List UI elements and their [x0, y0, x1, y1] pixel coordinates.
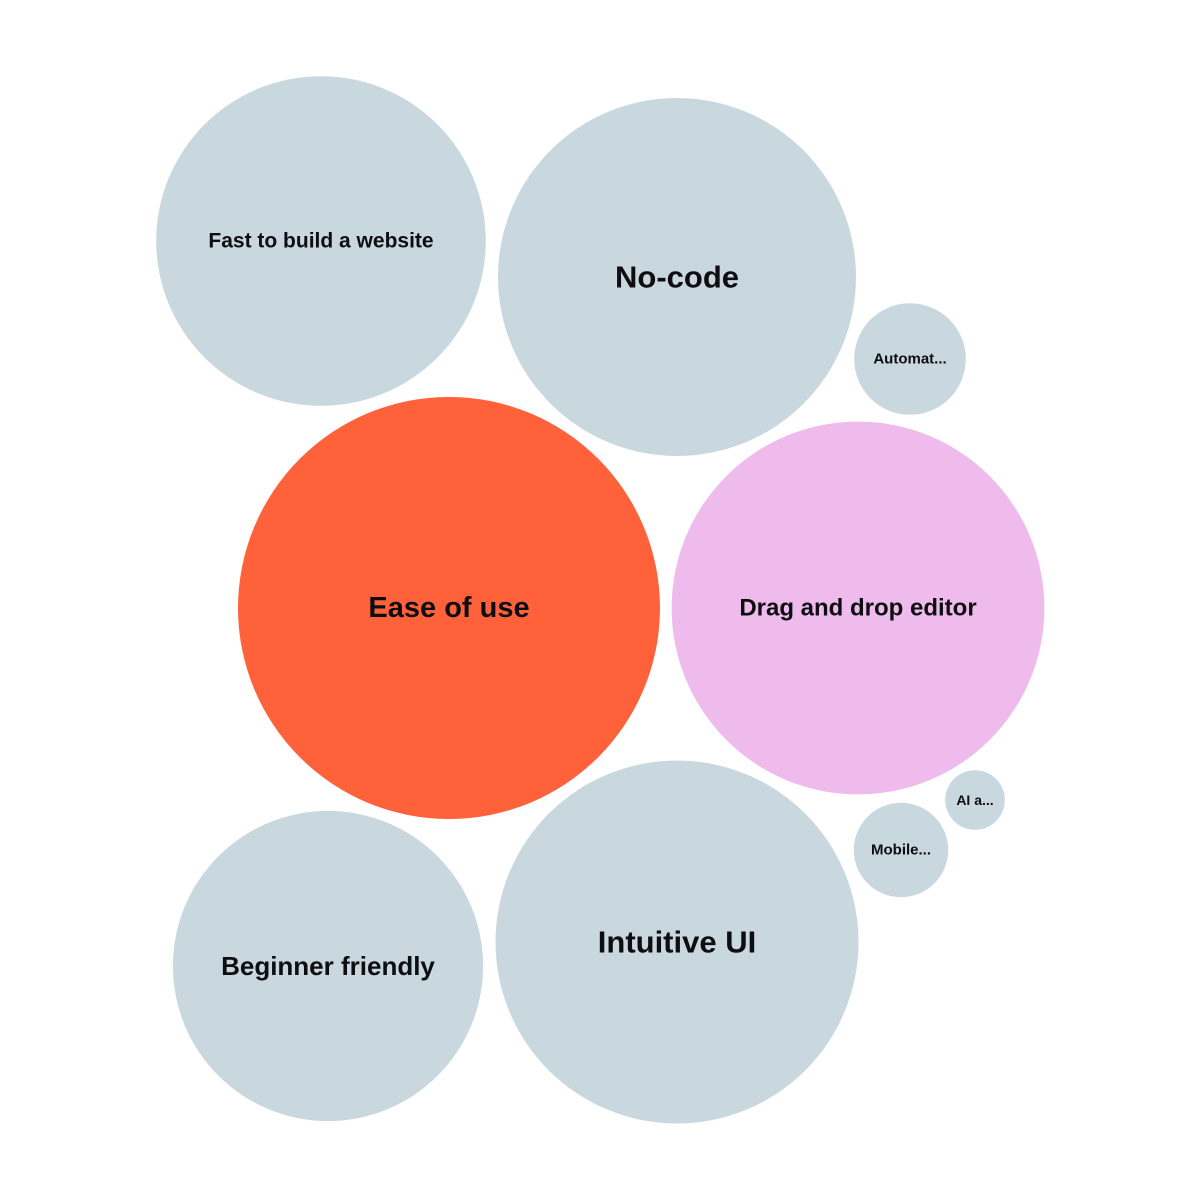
bubble-intuitive-ui[interactable]: Intuitive UI — [495, 760, 859, 1124]
bubble-ease-of-use[interactable]: Ease of use — [238, 397, 660, 819]
bubble-circle-fast-to-build-a-website[interactable] — [156, 76, 486, 406]
bubble-drag-and-drop-editor[interactable]: Drag and drop editor — [671, 421, 1045, 795]
bubble-mobile[interactable]: Mobile... — [853, 802, 949, 898]
bubble-label-automat: Automat... — [873, 351, 946, 368]
bubble-label-ease-of-use: Ease of use — [368, 592, 529, 624]
bubble-label-mobile: Mobile... — [871, 842, 931, 859]
bubble-circle-drag-and-drop-editor[interactable] — [671, 421, 1045, 795]
bubble-label-ai-a: AI a... — [956, 792, 993, 808]
bubble-circle-automat[interactable] — [854, 303, 966, 415]
bubble-ai-a[interactable]: AI a... — [945, 770, 1005, 830]
bubble-no-code[interactable]: No-code — [498, 98, 856, 456]
bubble-fast-to-build-a-website[interactable]: Fast to build a website — [156, 76, 486, 406]
bubble-circle-no-code[interactable] — [498, 98, 856, 456]
bubble-label-intuitive-ui: Intuitive UI — [598, 925, 756, 960]
bubble-label-beginner-friendly: Beginner friendly — [221, 951, 435, 981]
bubble-circle-beginner-friendly[interactable] — [172, 810, 484, 1122]
bubble-circle-ease-of-use[interactable] — [238, 397, 660, 819]
bubble-label-no-code: No-code — [615, 260, 739, 295]
bubble-label-drag-and-drop-editor: Drag and drop editor — [739, 595, 976, 622]
bubbles-layer: Ease of use Drag and drop editorIntuitive… — [156, 76, 1045, 1124]
bubble-label-fast-to-build-a-website: Fast to build a website — [208, 230, 433, 253]
bubble-circle-mobile[interactable] — [853, 802, 949, 898]
bubble-automat[interactable]: Automat... — [854, 303, 966, 415]
bubble-circle-intuitive-ui[interactable] — [495, 760, 859, 1124]
bubble-circle-ai-a[interactable] — [945, 770, 1005, 830]
bubble-beginner-friendly[interactable]: Beginner friendly — [172, 810, 484, 1122]
